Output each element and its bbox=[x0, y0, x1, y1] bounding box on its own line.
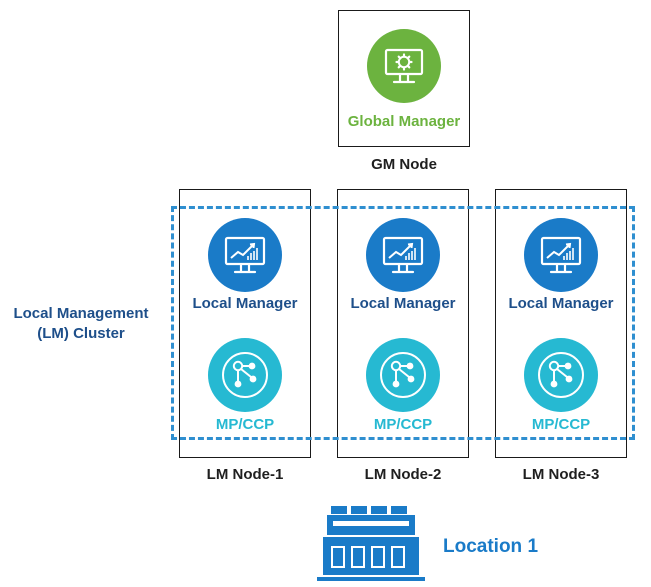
local-manager-label-2: Local Manager bbox=[350, 295, 456, 312]
global-manager-label: Global Manager bbox=[347, 113, 461, 130]
local-manager-label-1: Local Manager bbox=[192, 295, 298, 312]
cluster-label: Local Management (LM) Cluster bbox=[2, 304, 160, 344]
cluster-label-line2: (LM) Cluster bbox=[37, 325, 125, 342]
cluster-label-line1: Local Management bbox=[13, 305, 149, 322]
monitor-chart-icon bbox=[524, 218, 598, 292]
mp-ccp-label-3: MP/CCP bbox=[531, 416, 591, 433]
network-nodes-icon bbox=[524, 338, 598, 412]
lm-node-3-caption: LM Node-3 bbox=[522, 466, 600, 483]
monitor-gear-icon bbox=[367, 29, 441, 103]
local-manager-label-3: Local Manager bbox=[508, 295, 614, 312]
gm-node-caption: GM Node bbox=[371, 156, 437, 173]
network-nodes-icon bbox=[208, 338, 282, 412]
monitor-chart-icon bbox=[366, 218, 440, 292]
mp-ccp-label-2: MP/CCP bbox=[373, 416, 433, 433]
network-nodes-icon bbox=[366, 338, 440, 412]
mp-ccp-label-1: MP/CCP bbox=[215, 416, 275, 433]
location-label: Location 1 bbox=[443, 536, 539, 557]
lm-node-2-caption: LM Node-2 bbox=[364, 466, 442, 483]
building-icon bbox=[317, 506, 425, 581]
lm-node-1-caption: LM Node-1 bbox=[206, 466, 284, 483]
monitor-chart-icon bbox=[208, 218, 282, 292]
lm-cluster-outline bbox=[171, 206, 635, 440]
